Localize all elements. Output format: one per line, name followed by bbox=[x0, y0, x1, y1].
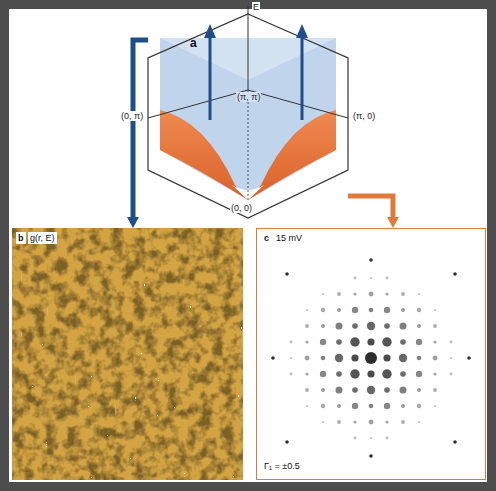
k-point-label: (π, π) bbox=[236, 92, 261, 102]
axis-label: E bbox=[252, 2, 260, 12]
panel-letter: b bbox=[16, 232, 26, 244]
panel-letter: c bbox=[262, 232, 271, 244]
zone-diagram: a bbox=[148, 14, 348, 218]
conductance-map-panel: bg(r, E) bbox=[12, 228, 243, 480]
fourier-panel: c15 mV Γ₁ = ±0.5 bbox=[256, 228, 486, 480]
k-point-label: (0, 0) bbox=[230, 203, 253, 213]
panel-arrow bbox=[127, 40, 148, 228]
panel-caption: 15 mV bbox=[274, 232, 304, 244]
k-point-label: (π, 0) bbox=[352, 111, 376, 121]
panel-caption: g(r, E) bbox=[28, 232, 57, 244]
panel-caption: Γ₁ = ±0.5 bbox=[262, 460, 302, 472]
fourier-transform-image bbox=[256, 228, 486, 480]
panel-arrow bbox=[348, 196, 399, 228]
panel-letter: a bbox=[190, 36, 197, 50]
conductance-map-image bbox=[12, 228, 243, 480]
k-point-label: (0, π) bbox=[120, 111, 144, 121]
